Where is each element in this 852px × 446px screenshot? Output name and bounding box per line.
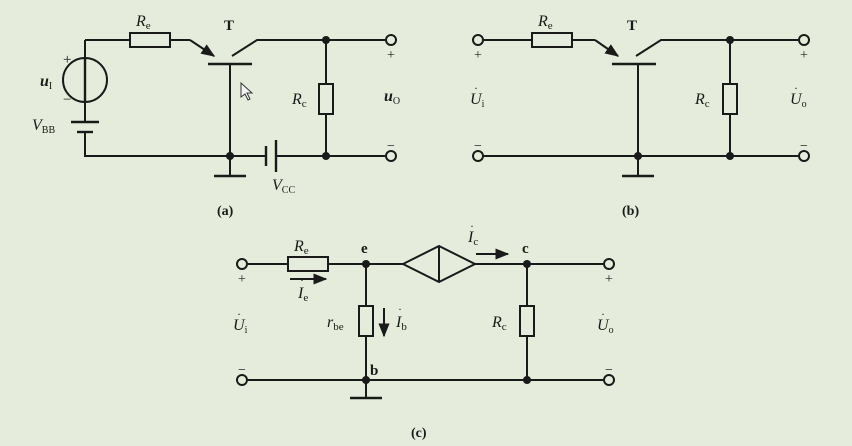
rbe-resistor-c xyxy=(358,305,374,337)
input-minus-c: − xyxy=(238,363,246,378)
uo-dot-c: · xyxy=(601,307,605,321)
uo-label-b: Uo xyxy=(790,91,807,110)
uo-label-a: uO xyxy=(384,88,400,107)
node-e-label: e xyxy=(361,241,368,257)
output-plus-b: + xyxy=(800,48,808,63)
ic-dot-c: · xyxy=(470,219,474,233)
output-plus-c: + xyxy=(605,272,613,287)
output-terminal-plus-b xyxy=(798,34,810,46)
output-minus-a: − xyxy=(387,139,395,154)
node-b-label: b xyxy=(370,363,378,379)
circuit-b: T Re Rc + − + − Ui · Uo · (b) xyxy=(470,13,810,219)
source-plus-a: + xyxy=(63,52,71,68)
vcc-label-a: VCC xyxy=(272,177,295,196)
input-terminal-minus-c xyxy=(236,374,248,386)
circuit-a: T Re Rc + − uI VBB VCC uO + − (a) xyxy=(32,13,400,219)
rc-label-a: Rc xyxy=(291,91,307,110)
re-label-b: Re xyxy=(537,13,553,32)
rbe-label-c: rbe xyxy=(327,314,344,333)
re-resistor-a xyxy=(129,32,171,48)
input-plus-b: + xyxy=(474,48,482,63)
transistor-label-b: T xyxy=(627,18,637,34)
ib-dot-c: · xyxy=(398,302,402,316)
input-plus-c: + xyxy=(238,272,246,287)
input-terminal-plus-c xyxy=(236,258,248,270)
output-minus-b: − xyxy=(800,139,808,154)
ie-label-c: Ie xyxy=(297,285,308,304)
dependent-source-diamond xyxy=(400,244,478,284)
mouse-cursor-icon xyxy=(240,81,254,101)
vbb-label-a: VBB xyxy=(32,117,55,136)
rc-resistor-c xyxy=(519,305,535,337)
caption-a: (a) xyxy=(217,204,234,219)
ic-label-c: Ic xyxy=(467,229,478,248)
node-c-label: c xyxy=(522,241,529,257)
ui-dot-b: · xyxy=(474,81,478,95)
source-minus-a: − xyxy=(63,92,71,108)
ie-dot-c: · xyxy=(300,273,304,287)
transistor-label-a: T xyxy=(224,18,234,34)
ui-dot-c: · xyxy=(237,307,241,321)
input-terminal-plus-b xyxy=(472,34,484,46)
ui-label-b: Ui xyxy=(470,91,485,110)
re-label-a: Re xyxy=(135,13,151,32)
uo-label-c: Uo xyxy=(597,317,614,336)
re-resistor-c xyxy=(287,256,329,272)
caption-b: (b) xyxy=(622,204,639,219)
ui-label-c: Ui xyxy=(233,317,248,336)
rc-resistor-b xyxy=(722,83,738,115)
output-terminal-plus-a xyxy=(385,34,397,46)
rc-label-c: Rc xyxy=(491,314,507,333)
re-label-c: Re xyxy=(293,238,309,257)
output-terminal-plus-c xyxy=(603,258,615,270)
output-terminal-minus-c xyxy=(603,374,615,386)
circuit-c: Re Ie · e c b Ic · Ib · rbe Rc + − + − U… xyxy=(233,219,615,441)
uo-dot-b: · xyxy=(794,81,798,95)
input-minus-b: − xyxy=(474,139,482,154)
caption-c: (c) xyxy=(411,426,427,441)
output-terminal-minus-a xyxy=(385,150,397,162)
ib-label-c: Ib xyxy=(395,314,407,333)
rc-resistor-a xyxy=(318,83,334,115)
rc-label-b: Rc xyxy=(694,91,710,110)
output-terminal-minus-b xyxy=(798,150,810,162)
output-plus-a: + xyxy=(387,48,395,63)
re-resistor-b xyxy=(531,32,573,48)
ui-label-a: uI xyxy=(40,73,52,92)
output-minus-c: − xyxy=(605,363,613,378)
input-terminal-minus-b xyxy=(472,150,484,162)
